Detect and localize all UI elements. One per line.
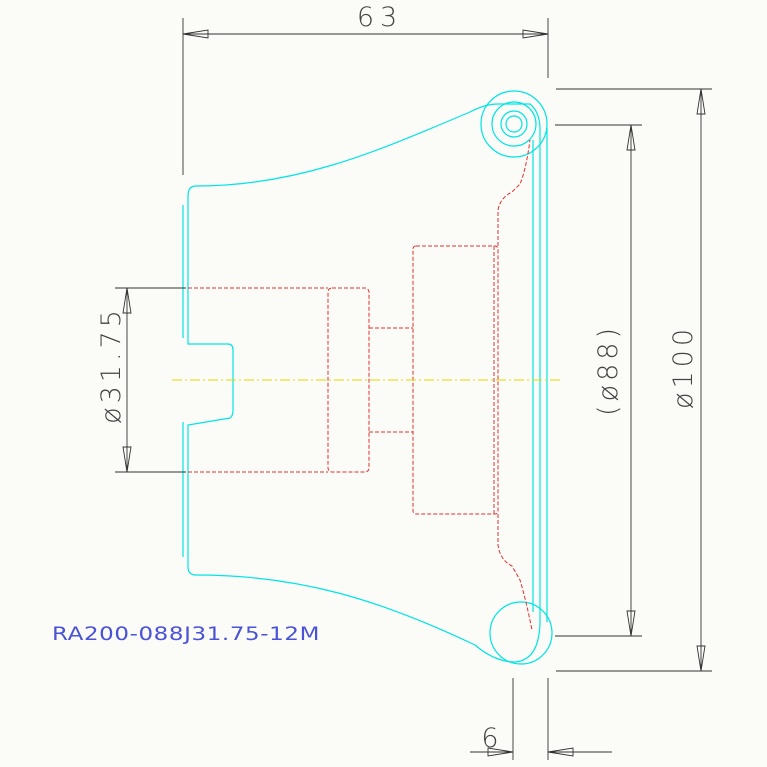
dim-outer-diameter-text: ø100 (668, 325, 699, 409)
dim-outer-diameter (556, 88, 712, 672)
dim-flange-width-text: 6 (481, 723, 498, 754)
rim-hidden-path-lower (497, 514, 533, 631)
body-outline (187, 103, 541, 663)
bolt-hole-outer (480, 90, 548, 158)
hidden-lines (188, 139, 533, 631)
bore-step (327, 287, 370, 473)
dim-reference-diameter-text: (ø88) (593, 324, 624, 416)
dim-flange-width (470, 678, 612, 760)
dim-reference-diameter (555, 124, 642, 637)
bolt-hole-mid (491, 101, 537, 147)
dim-overall-length-text: 63 (357, 2, 403, 33)
lower-boss-circle (489, 601, 553, 665)
rim-hidden-path (497, 139, 531, 246)
dim-bore-diameter (115, 287, 186, 473)
part-number-label: RA200-088J31.75-12M (52, 623, 320, 645)
bolt-hole-inner (500, 110, 528, 138)
dim-overall-length (182, 18, 549, 175)
part-outline (182, 90, 553, 665)
bolt-hole-core (505, 115, 523, 133)
dim-bore-diameter-text: ø31.75 (96, 306, 127, 424)
